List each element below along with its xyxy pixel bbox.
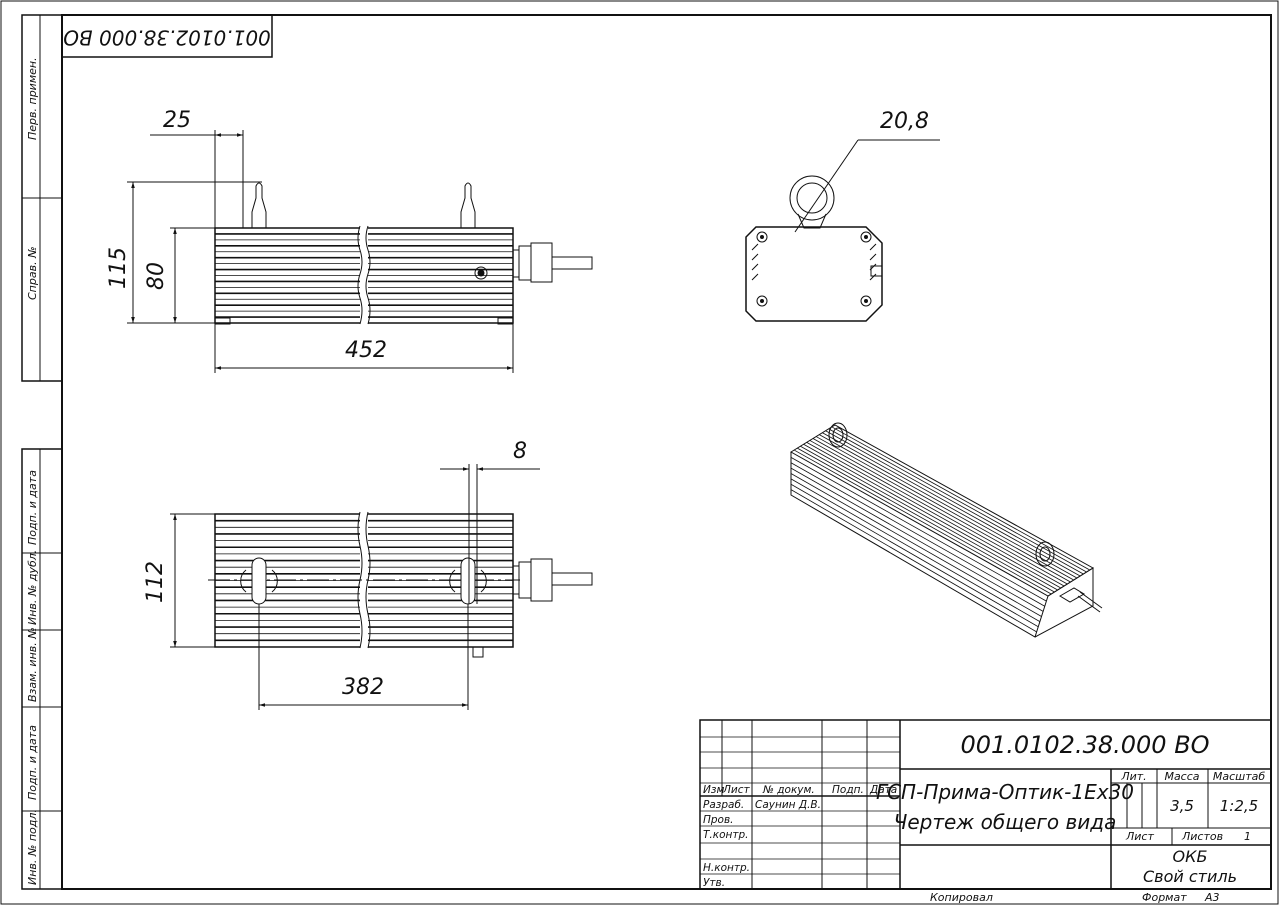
dim-25: 25: [163, 108, 191, 133]
rotated-doc-code: 001.0102.38.000 ВО: [63, 26, 271, 50]
left-stamp-column: Перв. примен. Справ. № Подп. и дата Инв.…: [21, 14, 63, 890]
dim-8: 8: [513, 439, 527, 464]
rotated-code-box: 001.0102.38.000 ВО: [61, 14, 273, 58]
title-name-line2: Чертеж общего вида: [894, 810, 1117, 834]
front-view: [127, 130, 593, 373]
sheets-value: 1: [1244, 830, 1251, 843]
stamp-perv-primen: Перв. примен.: [26, 57, 39, 140]
hdr-date: Дата: [869, 784, 897, 796]
dim-80: 80: [144, 262, 169, 290]
hdr-izm: Изм: [703, 784, 724, 796]
sheet-label: Лист: [1125, 830, 1154, 843]
role-prov: Пров.: [703, 814, 734, 826]
hdr-list: Лист: [722, 784, 750, 796]
stamp-sprav: Справ. №: [26, 246, 39, 300]
dim-20-8: 20,8: [880, 109, 929, 134]
role-utv: Утв.: [703, 877, 725, 889]
org-line1: ОКБ: [1173, 847, 1208, 866]
top-view: [170, 464, 593, 710]
dim-452: 452: [345, 338, 387, 363]
stamp-podp-data-2: Подп. и дата: [26, 725, 39, 800]
hdr-doc: № докум.: [762, 784, 815, 796]
developer-name: Саунин Д.В.: [755, 799, 821, 811]
format-label: Формат: [1142, 891, 1187, 904]
role-razrab: Разраб.: [703, 799, 744, 811]
role-nkontr: Н.контр.: [703, 862, 750, 874]
hdr-podp: Подп.: [832, 784, 864, 796]
sheets-label: Листов: [1181, 830, 1223, 843]
scale-value: 1:2,5: [1220, 797, 1258, 815]
format-value: А3: [1204, 891, 1220, 904]
isometric-view: [790, 422, 1103, 638]
side-view: [745, 139, 940, 322]
title-block: [699, 719, 1272, 890]
stamp-inv-podl: Инв. № подл.: [26, 809, 39, 885]
title-doc-code: 001.0102.38.000 ВО: [960, 731, 1209, 759]
title-name-line1: ГСП-Прима-Оптик-1Ех30: [876, 780, 1134, 804]
mass-value: 3,5: [1170, 797, 1194, 815]
stamp-inv-dubl: Инв. № дубл.: [26, 550, 39, 625]
org-line2: Свой стиль: [1143, 867, 1237, 886]
role-tkontr: Т.контр.: [703, 829, 749, 841]
dim-115: 115: [106, 247, 131, 289]
dim-112: 112: [143, 561, 168, 603]
mass-label: Масса: [1164, 770, 1199, 783]
copied-label: Копировал: [930, 891, 993, 904]
scale-label: Масштаб: [1213, 770, 1265, 783]
dim-382: 382: [342, 675, 384, 700]
lit-label: Лит.: [1120, 770, 1146, 783]
stamp-vzam-inv: Взам. инв. №: [26, 627, 39, 702]
stamp-podp-data-1: Подп. и дата: [26, 470, 39, 545]
